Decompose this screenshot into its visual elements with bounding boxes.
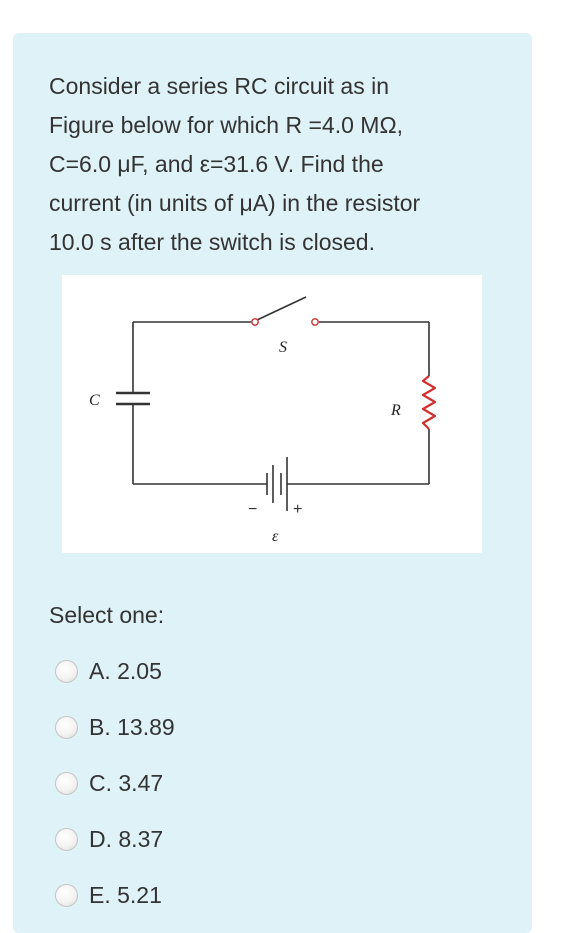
- option-label-c[interactable]: C. 3.47: [89, 769, 164, 796]
- answer-option[interactable]: D. 8.37: [55, 811, 175, 867]
- resistor-label: R: [390, 402, 401, 419]
- radio-button-d[interactable]: [55, 827, 78, 851]
- answer-option[interactable]: B. 13.89: [55, 699, 175, 755]
- option-label-b[interactable]: B. 13.89: [89, 713, 175, 740]
- battery-plus-sign: +: [293, 501, 302, 518]
- answer-option[interactable]: A. 2.05: [55, 643, 175, 699]
- rc-circuit-diagram: S C R − + ε: [89, 296, 437, 545]
- option-label-e[interactable]: E. 5.21: [89, 881, 162, 908]
- select-one-label: Select one:: [49, 602, 165, 628]
- question-text: Consider a series RC circuit as in Figur…: [49, 73, 421, 255]
- answer-options: A. 2.05 B. 13.89 C. 3.47 D. 8.37 E. 5.21: [55, 643, 175, 923]
- question-card: Consider a series RC circuit as in Figur…: [13, 33, 532, 933]
- switch-contact: [311, 318, 319, 326]
- emf-label: ε: [272, 528, 279, 545]
- battery-minus-sign: −: [248, 501, 257, 518]
- option-label-a[interactable]: A. 2.05: [89, 657, 162, 684]
- answer-option[interactable]: C. 3.47: [55, 755, 175, 811]
- switch-pivot: [251, 318, 259, 326]
- answer-option[interactable]: E. 5.21: [55, 867, 175, 923]
- radio-button-e[interactable]: [55, 883, 78, 907]
- radio-button-b[interactable]: [55, 715, 78, 739]
- capacitor-label: C: [89, 392, 100, 409]
- radio-button-c[interactable]: [55, 771, 78, 795]
- switch-label: S: [279, 339, 287, 356]
- radio-button-a[interactable]: [55, 659, 78, 683]
- circuit-figure: S C R − + ε: [62, 275, 482, 553]
- switch-blade: [256, 296, 307, 321]
- resistor-zigzag: [421, 375, 437, 430]
- option-label-d[interactable]: D. 8.37: [89, 825, 164, 852]
